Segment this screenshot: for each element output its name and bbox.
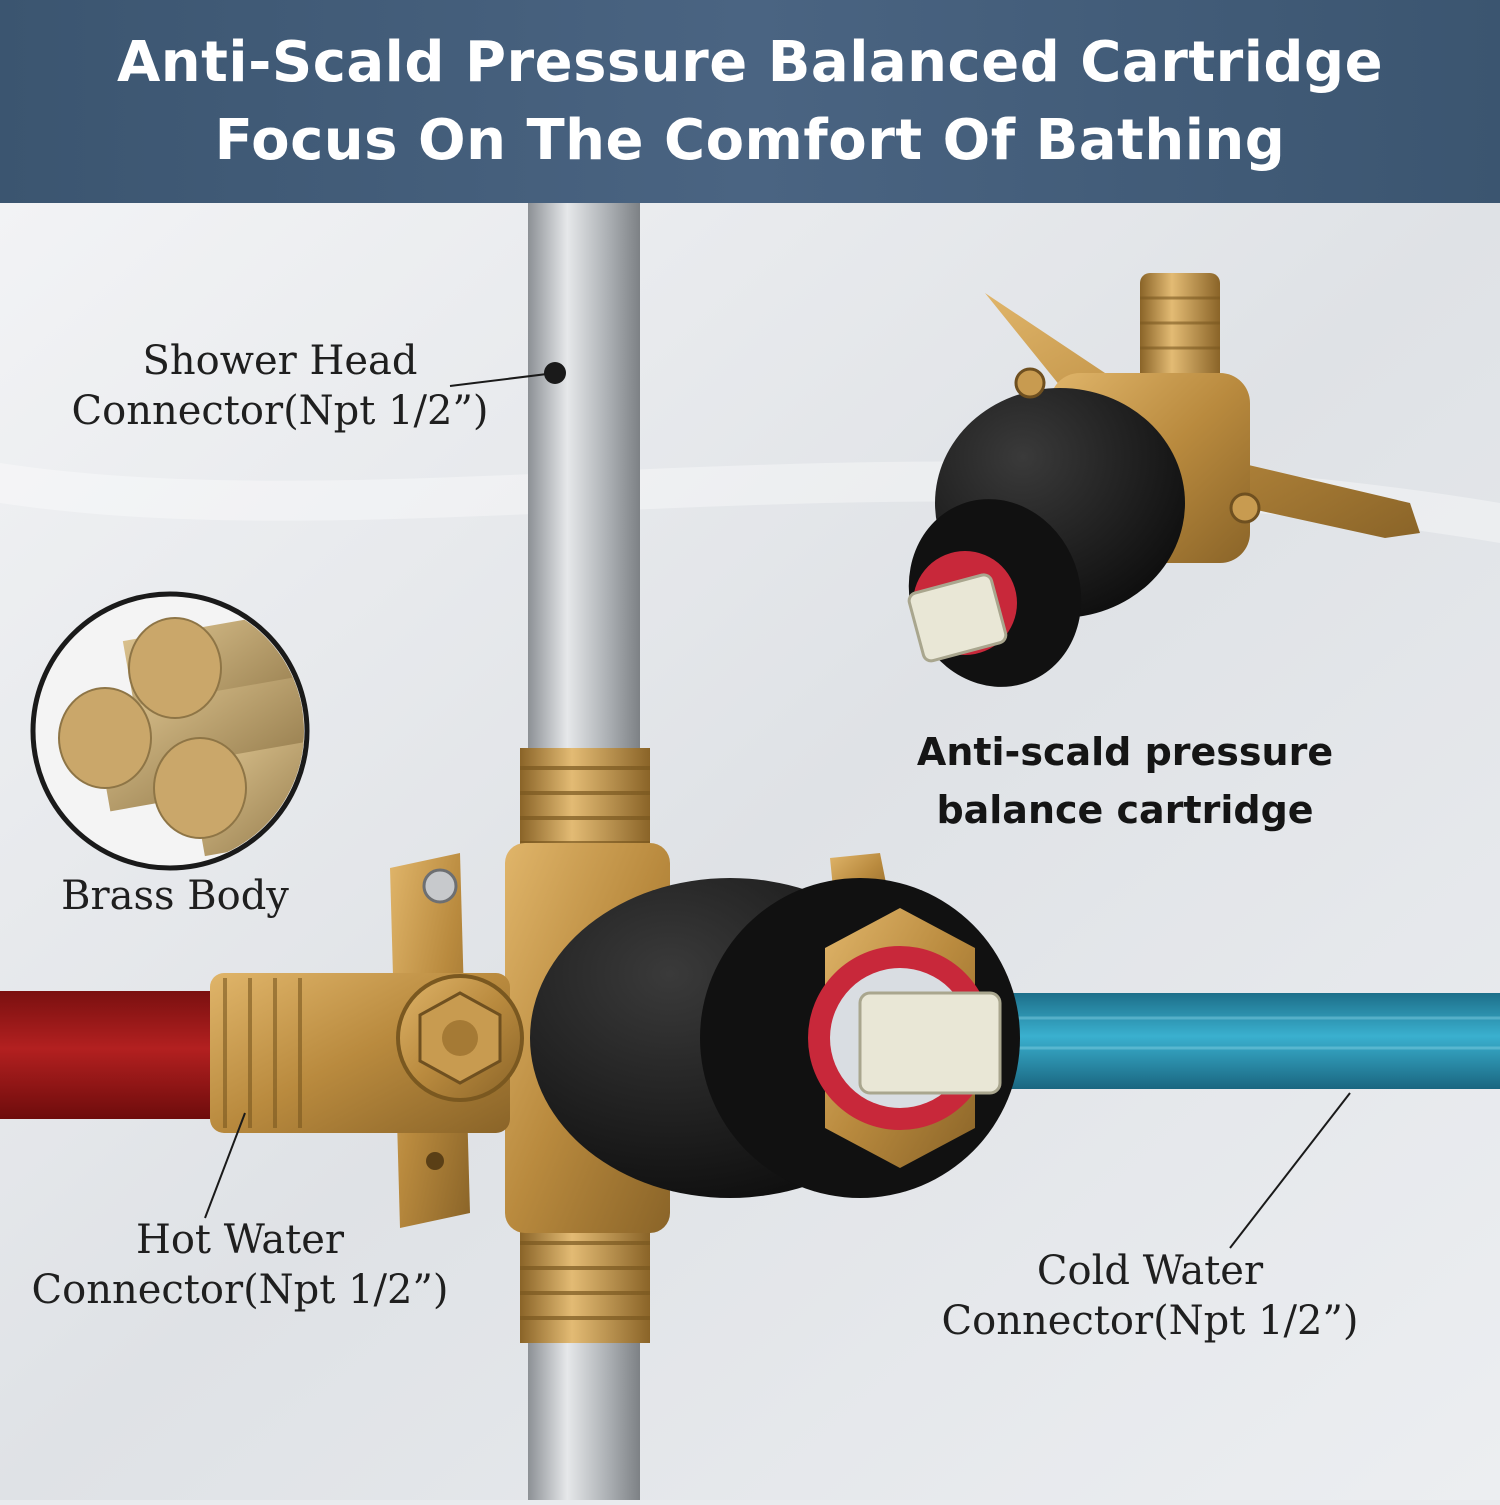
headline-line-1: Anti-Scald Pressure Balanced Cartridge (116, 29, 1384, 95)
headline-banner: Anti-Scald Pressure Balanced Cartridge F… (0, 0, 1500, 203)
hot-water-title: Hot Water (135, 1217, 345, 1263)
cartridge-subtitle: balance cartridge (936, 788, 1314, 832)
shower-head-title: Shower Head (142, 338, 418, 384)
leader-shower-head (449, 372, 556, 387)
brass-body-inset (30, 591, 310, 871)
leader-hot-water (204, 1112, 246, 1219)
hot-water-callout: Hot Water Connector(Npt 1/2”) (10, 1215, 470, 1315)
cold-water-spec: Connector(Npt 1/2”) (941, 1298, 1359, 1344)
cartridge-title: Anti-scald pressure (916, 730, 1334, 774)
brass-body-callout: Brass Body (61, 873, 289, 919)
product-scene: Shower Head Connector(Npt 1/2”) Brass Bo… (0, 203, 1500, 1500)
valve-illustration (0, 203, 1500, 1500)
leader-cold-water (1229, 1092, 1351, 1249)
cartridge-callout: Anti-scald pressure balance cartridge (880, 723, 1370, 839)
hot-water-spec: Connector(Npt 1/2”) (31, 1267, 449, 1313)
shower-head-spec: Connector(Npt 1/2”) (71, 388, 489, 434)
headline-line-2: Focus On The Comfort Of Bathing (214, 107, 1286, 173)
cartridge-stem (858, 991, 1002, 1095)
main-valve (210, 748, 1020, 1343)
cold-water-callout: Cold Water Connector(Npt 1/2”) (920, 1246, 1380, 1346)
cartridge-product-view (907, 273, 1420, 687)
cold-water-title: Cold Water (1036, 1248, 1264, 1294)
shower-head-callout: Shower Head Connector(Npt 1/2”) (50, 336, 510, 436)
shower-head-pointer-dot (544, 362, 566, 384)
